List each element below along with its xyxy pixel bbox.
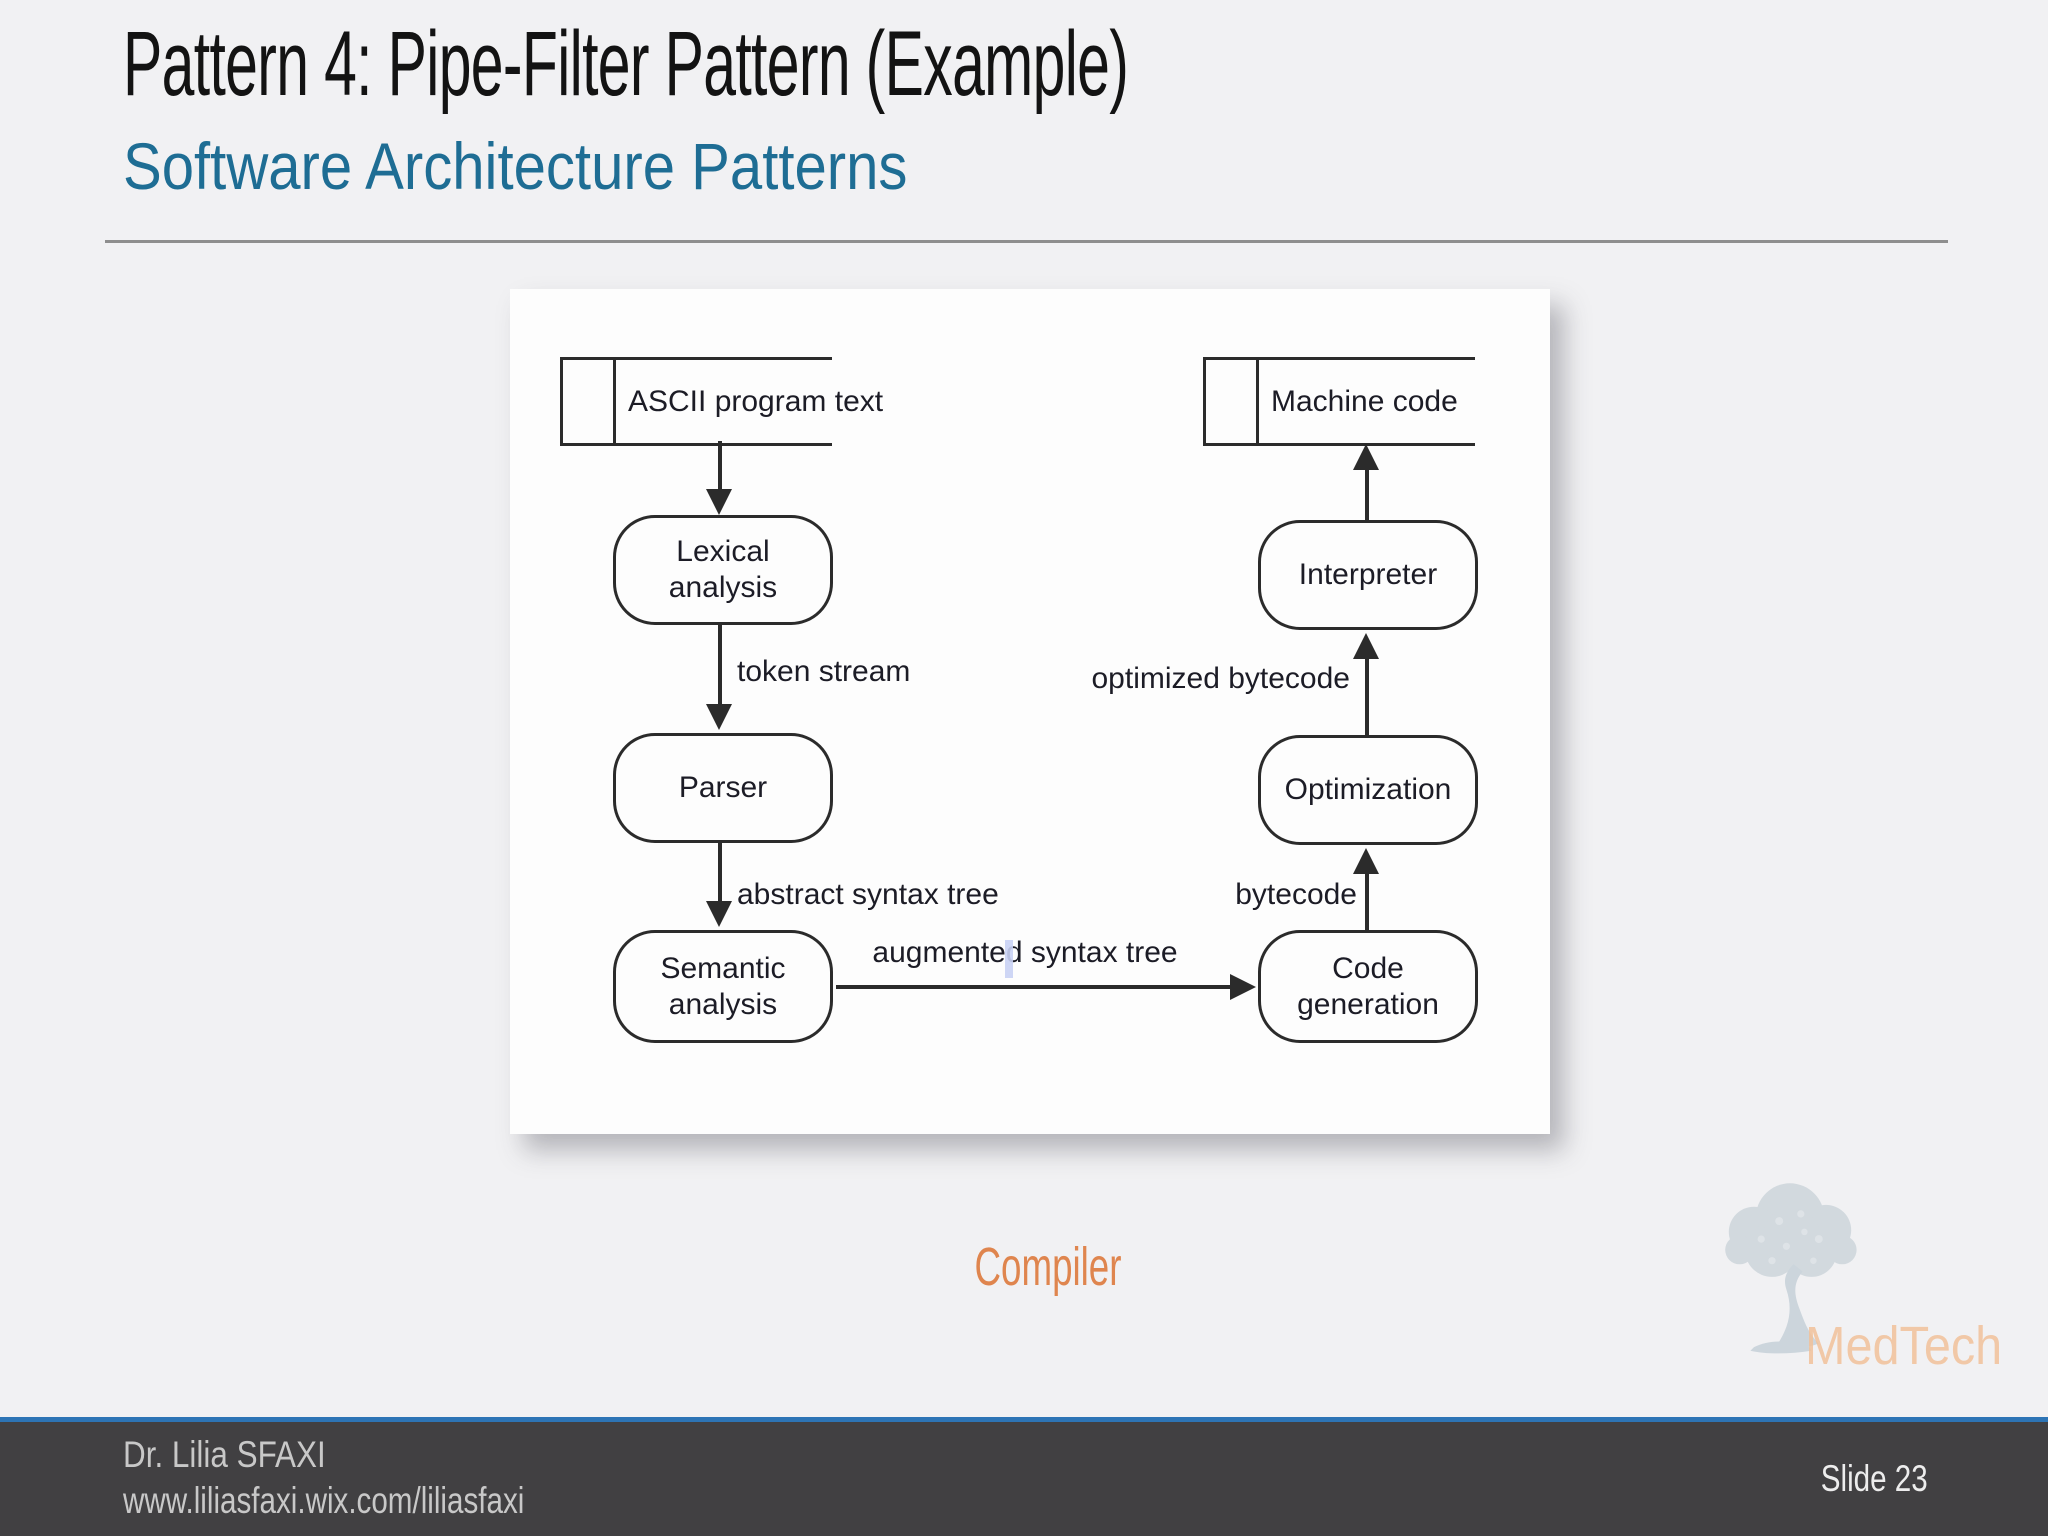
medtech-logo: MedTech xyxy=(1700,1170,2040,1380)
node-machine-code: Machine code xyxy=(1203,357,1475,446)
arrowhead-up-icon xyxy=(1353,633,1379,659)
caption-compiler: Compiler xyxy=(974,1237,1122,1297)
edge-label-token-stream: token stream xyxy=(737,655,911,688)
node-label: Optimization xyxy=(1284,773,1452,806)
page-subtitle: Software Architecture Patterns xyxy=(123,129,908,203)
arrow-stem xyxy=(1365,468,1369,520)
arrow-stem xyxy=(836,985,1232,989)
edge-label-abstract-syntax-tree: abstract syntax tree xyxy=(737,878,999,911)
arrowhead-down-icon xyxy=(706,901,732,927)
node-ascii-program-text: ASCII program text xyxy=(560,357,883,446)
edge-label-augmented-syntax-tree: augmented syntax tree xyxy=(872,936,1178,969)
node-label: Code generation xyxy=(1297,951,1439,1021)
file-tab-cell xyxy=(1203,360,1259,443)
arrowhead-down-icon xyxy=(706,489,732,515)
arrowhead-up-icon xyxy=(1353,848,1379,874)
edge-label-bytecode: bytecode xyxy=(1235,878,1357,911)
page-title: Pattern 4: Pipe-Filter Pattern (Example) xyxy=(123,13,1129,115)
footer-slide-number: Slide 23 xyxy=(1821,1458,1928,1499)
node-label: Machine code xyxy=(1271,384,1458,418)
node-parser: Parser xyxy=(613,733,833,843)
node-label: Lexical analysis xyxy=(668,535,778,604)
footer-accent-line xyxy=(0,1417,2048,1422)
edge-label-optimized-bytecode: optimized bytecode xyxy=(1091,662,1351,695)
arrow-stem xyxy=(1365,872,1369,930)
tree-icon xyxy=(1725,1183,1857,1354)
node-label: ASCII program text xyxy=(628,384,884,418)
footer: Dr. Lilia SFAXI www.liliasfaxi.wix.com/l… xyxy=(0,1422,2048,1536)
node-interpreter: Interpreter xyxy=(1258,520,1478,630)
arrowhead-right-icon xyxy=(1230,974,1256,1000)
footer-author: Dr. Lilia SFAXI xyxy=(123,1434,326,1475)
arrow-stem xyxy=(718,625,722,706)
node-code-generation: Code generation xyxy=(1258,930,1478,1043)
arrow-stem xyxy=(1365,657,1369,735)
arrow-stem xyxy=(718,441,722,491)
footer-website: www.liliasfaxi.wix.com/liliasfaxi xyxy=(123,1480,525,1521)
node-semantic-analysis: Semantic analysis xyxy=(613,930,833,1043)
arrowhead-up-icon xyxy=(1353,444,1379,470)
file-tab-cell xyxy=(560,360,616,443)
node-optimization: Optimization xyxy=(1258,735,1478,845)
text-cursor-artifact xyxy=(1005,940,1013,978)
medtech-wordmark: MedTech xyxy=(1805,1316,2003,1376)
node-lexical-analysis: Lexical analysis xyxy=(613,515,833,625)
arrowhead-down-icon xyxy=(706,704,732,730)
node-label: Interpreter xyxy=(1298,558,1438,591)
header-divider xyxy=(105,240,1948,243)
arrow-stem xyxy=(718,843,722,903)
node-label: Semantic analysis xyxy=(660,951,786,1021)
node-label: Parser xyxy=(678,771,768,804)
